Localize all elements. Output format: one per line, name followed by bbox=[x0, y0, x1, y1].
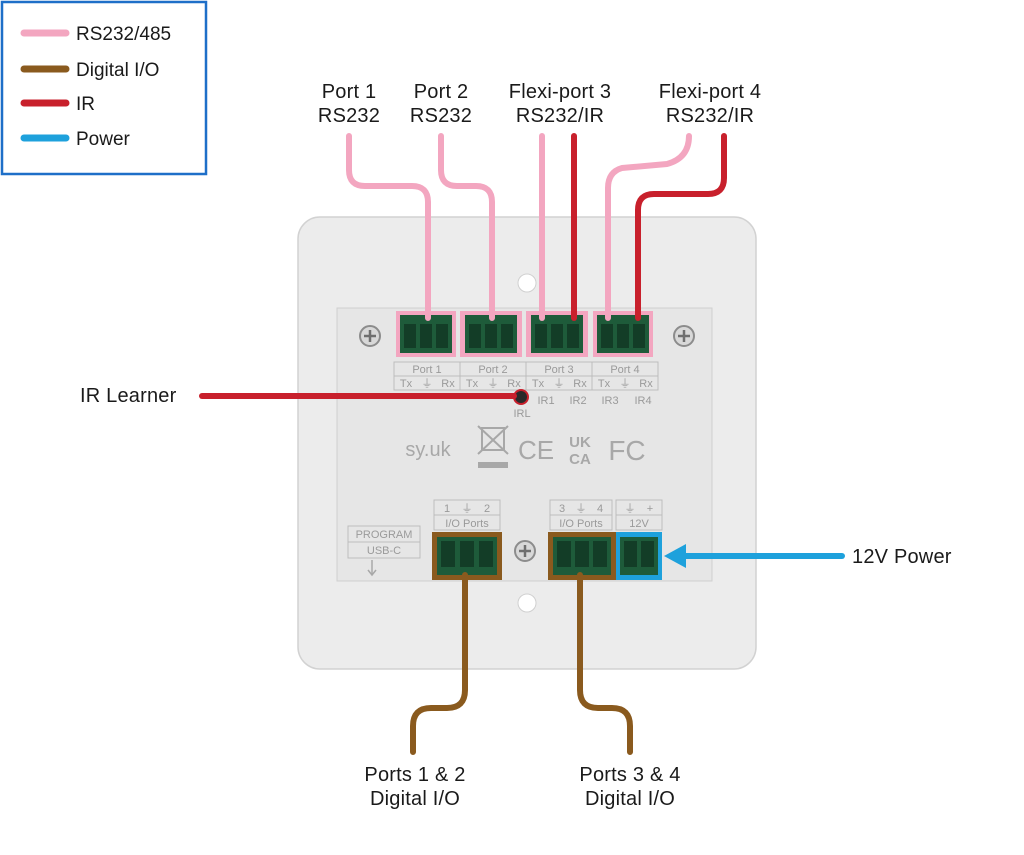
wire-io12 bbox=[410, 572, 468, 755]
callout-port2-line2: RS232 bbox=[410, 105, 472, 127]
port2-rx-label: Rx bbox=[507, 378, 521, 390]
callout-port1-line1: Port 1 bbox=[322, 81, 377, 103]
callout-io34-line1: Ports 3 & 4 bbox=[579, 764, 680, 786]
callout-power: 12V Power bbox=[852, 546, 952, 568]
callout-io34-line2: Digital I/O bbox=[585, 788, 675, 810]
fcc-mark-label: FC bbox=[608, 435, 645, 466]
legend-label-digital: Digital I/O bbox=[76, 60, 159, 81]
port3-header-label: Port 3 bbox=[544, 364, 573, 376]
port4-header-label: Port 4 bbox=[610, 364, 639, 376]
usb-c-label: USB-C bbox=[367, 545, 401, 557]
port1-header-label: Port 1 bbox=[412, 364, 441, 376]
ce-mark-label: CE bbox=[518, 435, 554, 465]
io34-terminal-block[interactable] bbox=[553, 537, 611, 575]
weee-bin-icon bbox=[477, 425, 509, 468]
arrow-down-icon bbox=[367, 560, 377, 577]
legend-label-power: Power bbox=[76, 129, 131, 150]
io-pin-4-label: 4 bbox=[597, 503, 603, 515]
port4-tx-label: Tx bbox=[598, 378, 611, 390]
port2-ground-icon: ⏚ bbox=[488, 377, 499, 390]
legend-label-rs232: RS232/485 bbox=[76, 24, 171, 45]
callout-flexi3-line1: Flexi-port 3 bbox=[509, 81, 611, 103]
brand-label: sy.uk bbox=[405, 439, 451, 461]
io-left-title: I/O Ports bbox=[445, 518, 489, 530]
port-label-grid bbox=[393, 361, 659, 391]
ukca-mark-ca-label: CA bbox=[569, 451, 591, 468]
port3-rx-label: Rx bbox=[573, 378, 587, 390]
ukca-mark-uk-label: UK bbox=[569, 434, 591, 451]
wall-plate: Port 1 Port 2 Port 3 Port 4 Tx ⏚ Rx Tx ⏚… bbox=[297, 216, 757, 670]
port3-terminal-block[interactable] bbox=[531, 315, 583, 353]
callout-flexi4-line1: Flexi-port 4 bbox=[659, 81, 761, 103]
power-title: 12V bbox=[629, 518, 649, 530]
port4-terminal-block[interactable] bbox=[597, 315, 649, 353]
port1-tx-label: Tx bbox=[400, 378, 413, 390]
callout-io12-line2: Digital I/O bbox=[370, 788, 460, 810]
screw-icon bbox=[514, 540, 536, 562]
port2-header-label: Port 2 bbox=[478, 364, 507, 376]
callout-ir-learner: IR Learner bbox=[80, 385, 177, 407]
callout-flexi4-line2: RS232/IR bbox=[666, 105, 754, 127]
wire-port4-ir bbox=[635, 133, 727, 321]
plate-mount-hole-top bbox=[517, 273, 537, 293]
wire-port4-rs232 bbox=[605, 133, 692, 321]
io-pin-3-label: 3 bbox=[559, 503, 565, 515]
screw-icon bbox=[673, 325, 695, 347]
port1-ground-icon: ⏚ bbox=[422, 377, 433, 390]
legend: RS232/485 Digital I/O IR Power bbox=[0, 0, 208, 176]
screw-icon bbox=[359, 325, 381, 347]
ir4-label: IR4 bbox=[634, 395, 651, 407]
port4-rx-label: Rx bbox=[639, 378, 653, 390]
ir1-label: IR1 bbox=[537, 395, 554, 407]
ir3-label: IR3 bbox=[601, 395, 618, 407]
wire-io34 bbox=[577, 572, 633, 755]
io-pin-1-label: 1 bbox=[444, 503, 450, 515]
port2-tx-label: Tx bbox=[466, 378, 479, 390]
port3-ground-icon: ⏚ bbox=[554, 377, 565, 390]
wires bbox=[199, 133, 845, 755]
program-label: PROGRAM bbox=[356, 529, 413, 541]
callout-io12-line1: Ports 1 & 2 bbox=[364, 764, 465, 786]
power-terminal-block[interactable] bbox=[620, 537, 658, 575]
legend-label-ir: IR bbox=[76, 94, 95, 115]
callout-flexi3-line2: RS232/IR bbox=[516, 105, 604, 127]
power-ground-icon: ⏚ bbox=[625, 502, 636, 515]
ir2-label: IR2 bbox=[569, 395, 586, 407]
port2-terminal-block[interactable] bbox=[465, 315, 517, 353]
port3-tx-label: Tx bbox=[532, 378, 545, 390]
port4-ground-icon: ⏚ bbox=[620, 377, 631, 390]
port1-rx-label: Rx bbox=[441, 378, 455, 390]
io-right-ground-icon: ⏚ bbox=[576, 502, 587, 515]
callout-port1-line2: RS232 bbox=[318, 105, 380, 127]
io-left-ground-icon: ⏚ bbox=[462, 502, 473, 515]
io-left-label-grid bbox=[433, 499, 501, 531]
port1-terminal-block[interactable] bbox=[400, 315, 452, 353]
power-arrow-icon bbox=[664, 544, 686, 568]
wire-port1 bbox=[346, 133, 431, 321]
io-right-title: I/O Ports bbox=[559, 518, 603, 530]
irl-label: IRL bbox=[513, 408, 530, 420]
program-usb-label-box bbox=[347, 525, 421, 559]
plate-mount-hole-bottom bbox=[517, 593, 537, 613]
callout-port2-line1: Port 2 bbox=[414, 81, 469, 103]
io12-terminal-block[interactable] bbox=[437, 537, 497, 575]
wire-port2 bbox=[438, 133, 495, 321]
power-plus-label: + bbox=[647, 503, 653, 515]
io-pin-2-label: 2 bbox=[484, 503, 490, 515]
io-right-label-grid bbox=[549, 499, 663, 531]
